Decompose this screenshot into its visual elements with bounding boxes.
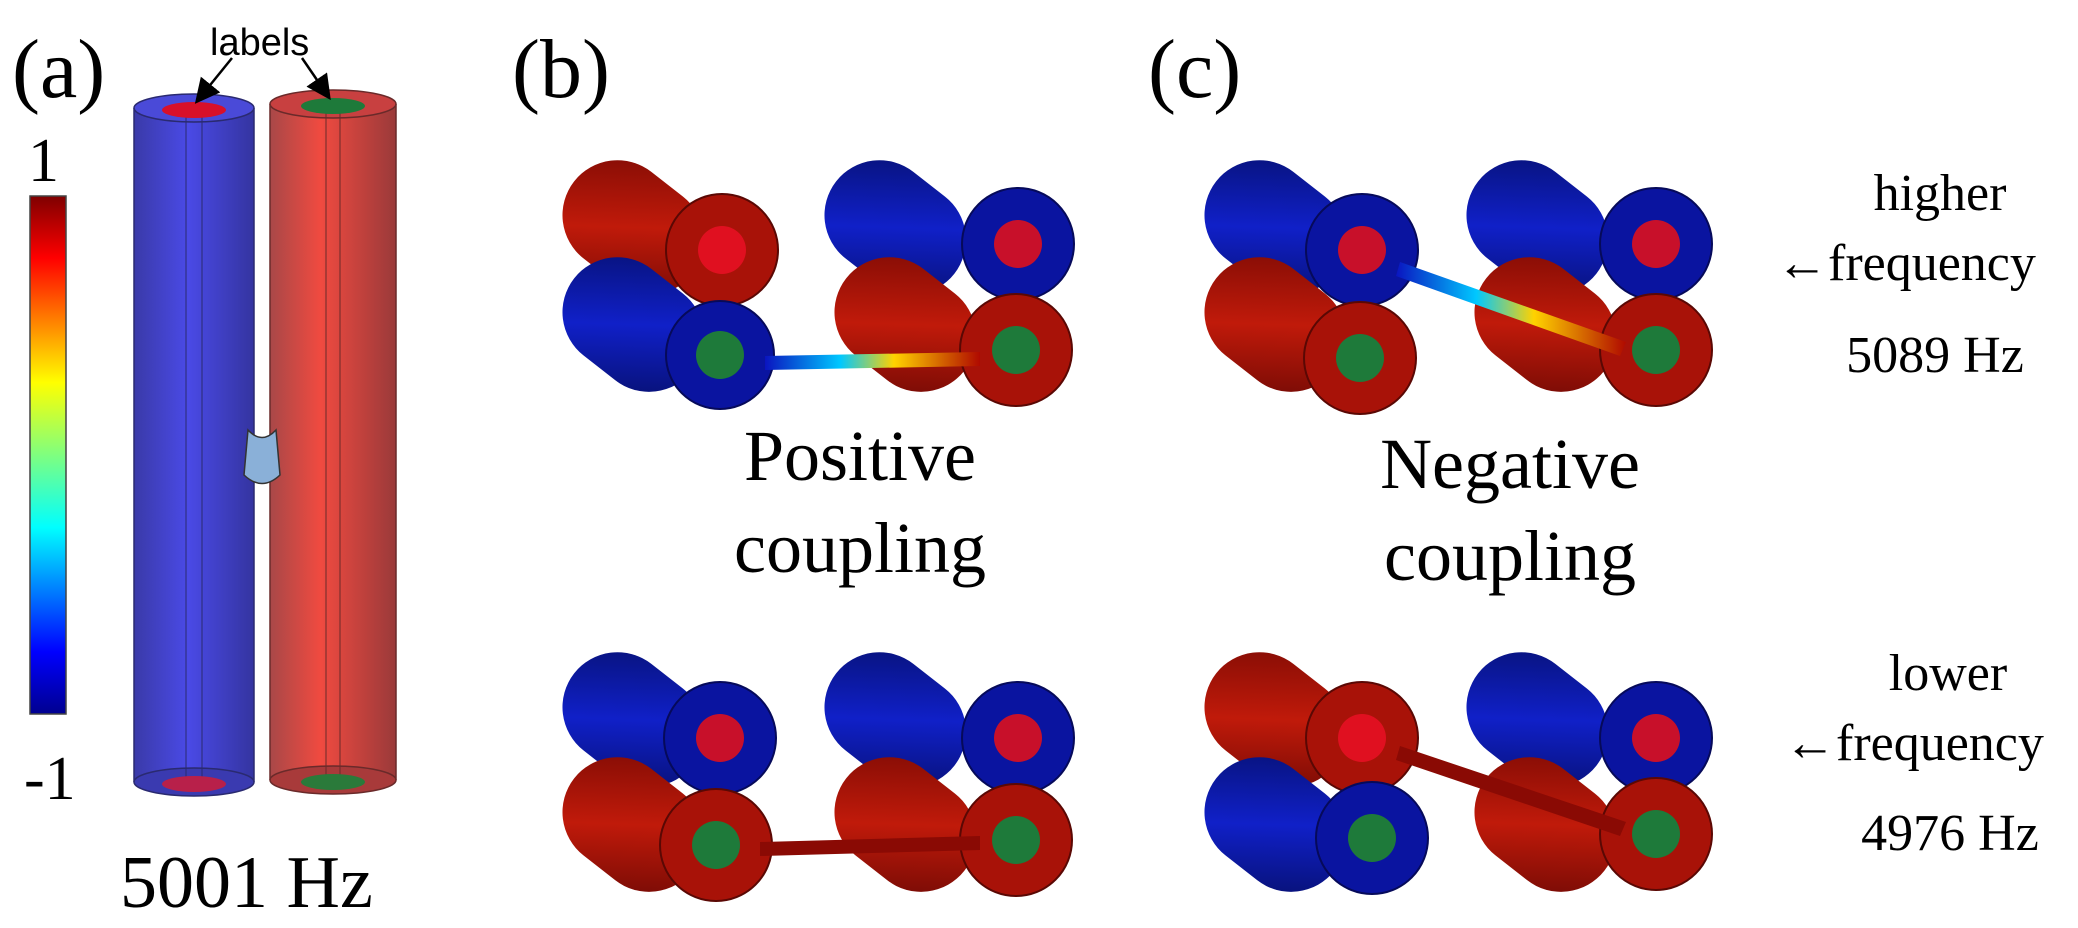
label-red bbox=[1338, 226, 1386, 274]
label-red-top bbox=[162, 102, 226, 118]
higher-label: higher bbox=[1873, 165, 2007, 222]
label-green bbox=[1348, 814, 1396, 862]
lower-frequency-value: 4976 Hz bbox=[1861, 805, 2039, 862]
panel-label-a: (a) bbox=[12, 23, 106, 116]
label-red bbox=[994, 220, 1042, 268]
negative-coupling-line2: coupling bbox=[1384, 516, 1636, 596]
colorbar bbox=[29, 195, 67, 715]
labels-arrow-left bbox=[194, 57, 233, 104]
lower-label: lower bbox=[1888, 645, 2008, 702]
label-green-bottom bbox=[301, 774, 365, 790]
label-red bbox=[994, 714, 1042, 762]
colorbar-min-label: -1 bbox=[24, 745, 76, 813]
label-green bbox=[992, 816, 1040, 864]
label-red bbox=[1632, 220, 1680, 268]
higher-frequency-arrow-label: ←frequency bbox=[1776, 235, 2036, 292]
label-red-bottom bbox=[162, 776, 226, 792]
label-green bbox=[992, 326, 1040, 374]
label-red bbox=[1632, 714, 1680, 762]
panel-label-b: (b) bbox=[512, 23, 610, 116]
label-green bbox=[696, 331, 744, 379]
positive-coupling-line1: Positive bbox=[743, 416, 977, 496]
panel-c-bottom-assembly bbox=[1204, 652, 1713, 895]
label-red bbox=[696, 714, 744, 762]
coupling-tube bbox=[1396, 262, 1626, 356]
panel-a-frequency: 5001 Hz bbox=[120, 842, 373, 924]
coupling-tube bbox=[765, 352, 980, 370]
label-red bbox=[698, 226, 746, 274]
labels-annotation: labels bbox=[210, 22, 310, 64]
panel-c-top-assembly bbox=[1204, 160, 1713, 415]
label-red bbox=[1338, 714, 1386, 762]
coupling-tube bbox=[760, 836, 980, 856]
connecting-neck bbox=[243, 428, 281, 485]
coupling-tube bbox=[1396, 746, 1626, 836]
panel-b-bottom-assembly bbox=[562, 652, 1075, 902]
positive-coupling-line2: coupling bbox=[734, 508, 986, 588]
panel-a-cylinders bbox=[133, 89, 397, 797]
negative-coupling-line1: Negative bbox=[1380, 424, 1640, 504]
panel-label-c: (c) bbox=[1148, 23, 1242, 116]
panel-b-top-assembly bbox=[562, 160, 1075, 410]
label-green-top bbox=[301, 98, 365, 114]
labels-arrow-right bbox=[300, 57, 331, 101]
higher-frequency-value: 5089 Hz bbox=[1846, 327, 2024, 384]
label-green bbox=[1632, 810, 1680, 858]
label-green bbox=[1632, 326, 1680, 374]
colorbar-max-label: 1 bbox=[28, 127, 59, 195]
lower-frequency-arrow-label: ←frequency bbox=[1784, 715, 2044, 772]
label-green bbox=[1336, 334, 1384, 382]
label-green bbox=[692, 821, 740, 869]
